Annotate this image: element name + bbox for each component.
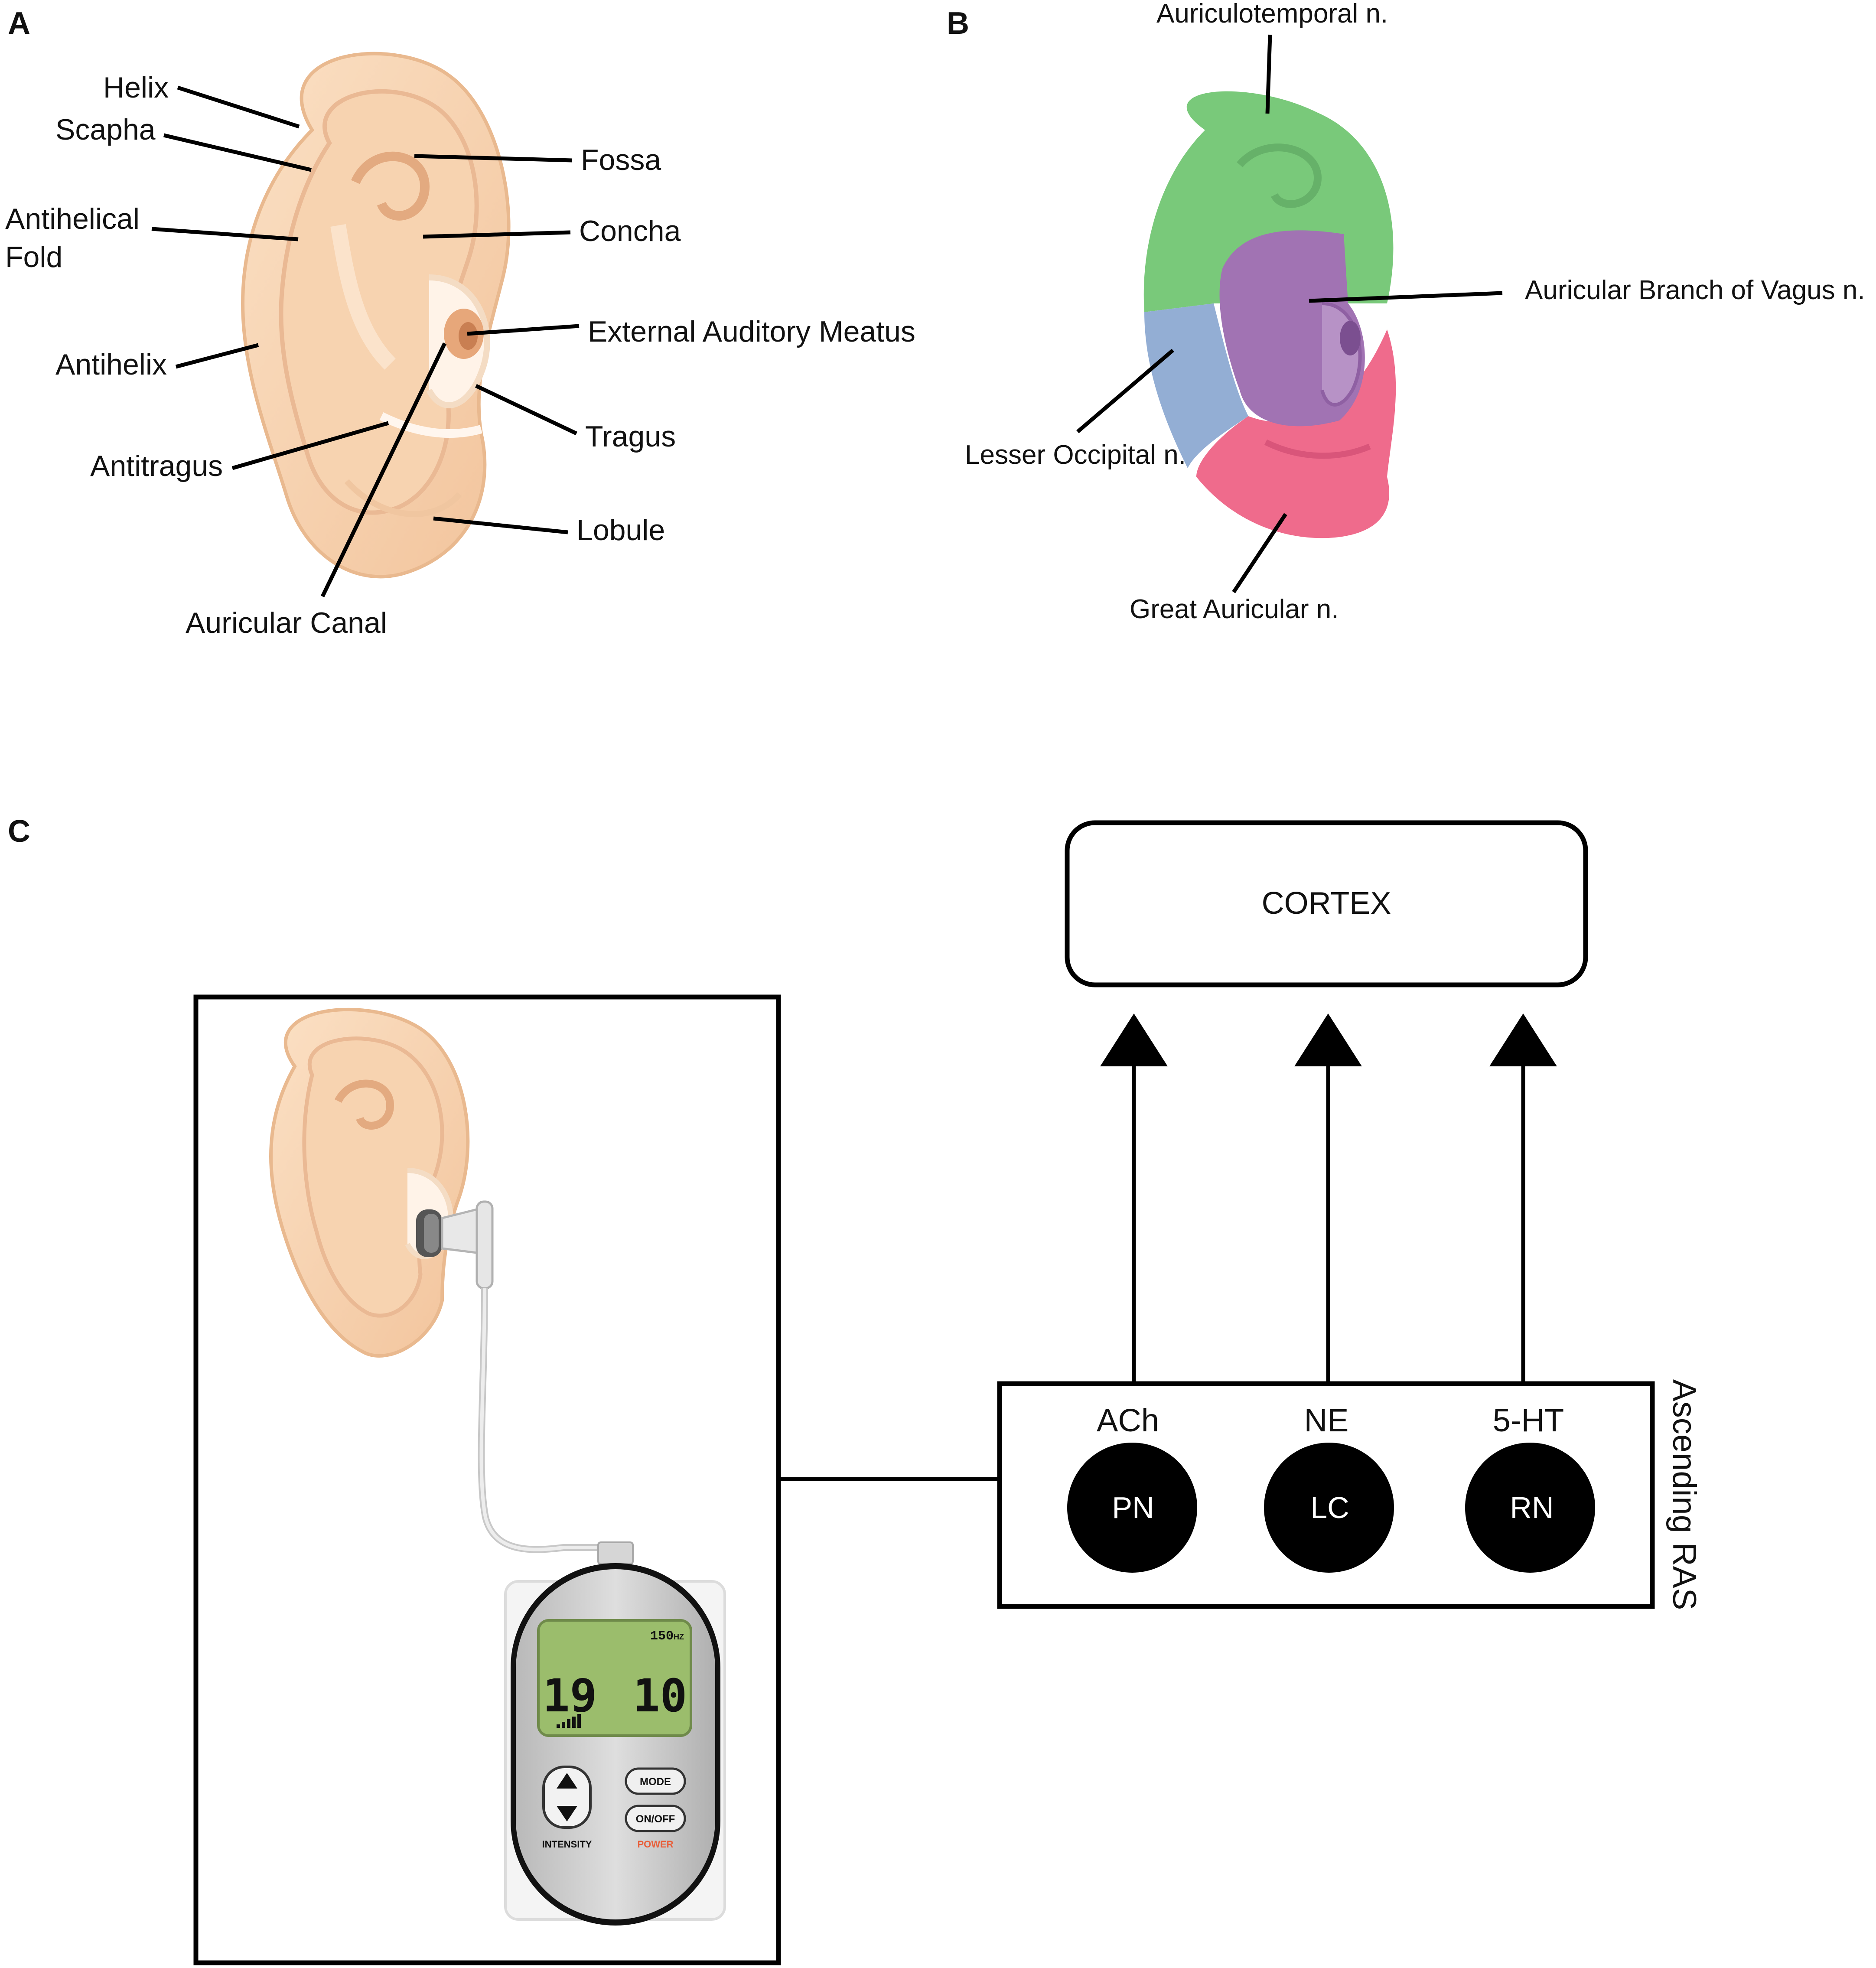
leader-concha bbox=[423, 230, 571, 239]
label-concha: Concha bbox=[579, 215, 681, 248]
arrow-ach bbox=[1100, 1013, 1168, 1384]
stimulator-device: 150 HZ 19 10 INTENSITY MODE ON/OFF POWER bbox=[504, 1541, 726, 1926]
leader-antihelix bbox=[175, 343, 259, 369]
nucleus-ne: NE LC bbox=[1264, 1402, 1394, 1573]
lcd-frequency-unit: HZ bbox=[674, 1632, 684, 1641]
nucleus-lc: LC bbox=[1310, 1491, 1349, 1525]
leader-lesser-occipital bbox=[1076, 349, 1174, 433]
intensity-down-icon[interactable] bbox=[557, 1806, 577, 1821]
nucleus-circle-pn bbox=[1067, 1443, 1197, 1573]
label-fossa: Fossa bbox=[581, 143, 661, 176]
nucleus-rn: RN bbox=[1510, 1491, 1554, 1525]
power-label: POWER bbox=[637, 1839, 673, 1850]
ras-label: Ascending RAS bbox=[1666, 1379, 1703, 1610]
transmitter-ach: ACh bbox=[1097, 1402, 1159, 1438]
label-antihelical-fold-2: Fold bbox=[5, 241, 62, 274]
leader-lobule bbox=[433, 516, 568, 534]
label-helix: Helix bbox=[103, 71, 169, 104]
nucleus-ach: ACh PN bbox=[1067, 1402, 1197, 1573]
leader-great-auricular bbox=[1232, 513, 1287, 593]
label-lobule: Lobule bbox=[576, 514, 665, 547]
label-auricular-canal: Auricular Canal bbox=[186, 606, 387, 639]
lcd-signal-bars bbox=[557, 1714, 581, 1728]
leader-auricular-canal bbox=[320, 342, 447, 597]
cortex-label: CORTEX bbox=[1262, 886, 1391, 921]
label-tragus: Tragus bbox=[585, 420, 676, 453]
panel-b-labels: Auriculotemporal n. Auricular Branch of … bbox=[965, 0, 1865, 624]
panel-b-letter: B bbox=[947, 6, 969, 41]
lcd-frequency: 150 bbox=[650, 1629, 674, 1644]
transmitter-ne: NE bbox=[1304, 1402, 1349, 1438]
intensity-up-icon[interactable] bbox=[557, 1773, 577, 1789]
panel-a-labels: Helix Scapha Antihelical Fold Antihelix … bbox=[5, 71, 915, 639]
label-great-auricular: Great Auricular n. bbox=[1130, 594, 1339, 624]
ear-with-earpiece bbox=[269, 1007, 494, 1358]
label-auricular-vagus: Auricular Branch of Vagus n. bbox=[1525, 275, 1865, 305]
region-great-auricular bbox=[1196, 329, 1396, 538]
region-lesser-occipital bbox=[1144, 303, 1248, 468]
leader-tragus bbox=[475, 384, 577, 436]
label-antihelical-fold-1: Antihelical bbox=[5, 202, 140, 235]
nucleus-5ht: 5-HT RN bbox=[1465, 1402, 1595, 1573]
ear-illustration-a bbox=[241, 52, 511, 579]
nucleus-circle-rn bbox=[1465, 1443, 1595, 1573]
arrow-ne bbox=[1294, 1013, 1362, 1384]
label-external-auditory-meatus: External Auditory Meatus bbox=[588, 315, 915, 348]
cortex-box bbox=[1065, 820, 1588, 987]
label-auriculotemporal: Auriculotemporal n. bbox=[1156, 0, 1388, 29]
leader-helix bbox=[177, 85, 300, 129]
panel-c-letter: C bbox=[8, 814, 30, 849]
transmitter-5ht: 5-HT bbox=[1493, 1402, 1564, 1438]
onoff-button-label: ON/OFF bbox=[636, 1813, 675, 1825]
leader-external-auditory-meatus bbox=[467, 324, 580, 336]
device-lcd bbox=[537, 1619, 692, 1737]
label-lesser-occipital: Lesser Occipital n. bbox=[965, 440, 1186, 470]
leader-scapha bbox=[163, 133, 312, 172]
intensity-rocker[interactable] bbox=[542, 1766, 592, 1829]
nucleus-circle-lc bbox=[1264, 1443, 1394, 1573]
arrow-5ht bbox=[1489, 1013, 1557, 1384]
label-antitragus: Antitragus bbox=[90, 450, 223, 482]
mode-button[interactable] bbox=[625, 1767, 686, 1795]
ear-innervation-map bbox=[1143, 91, 1396, 538]
panel-a-letter: A bbox=[8, 6, 30, 41]
leader-fossa bbox=[414, 154, 573, 163]
mode-button-label: MODE bbox=[640, 1776, 671, 1788]
leader-antihelical-fold bbox=[151, 227, 299, 241]
leader-auriculotemporal bbox=[1265, 34, 1272, 114]
leader-antitragus bbox=[231, 421, 389, 470]
lcd-left-value: 19 bbox=[543, 1669, 597, 1722]
label-scapha: Scapha bbox=[55, 113, 156, 146]
lcd-right-value: 10 bbox=[633, 1669, 687, 1722]
nucleus-pn: PN bbox=[1112, 1491, 1154, 1525]
onoff-button[interactable] bbox=[625, 1805, 686, 1832]
intensity-label: INTENSITY bbox=[542, 1839, 592, 1850]
leader-auricular-vagus bbox=[1309, 291, 1503, 303]
label-antihelix: Antihelix bbox=[55, 348, 167, 381]
